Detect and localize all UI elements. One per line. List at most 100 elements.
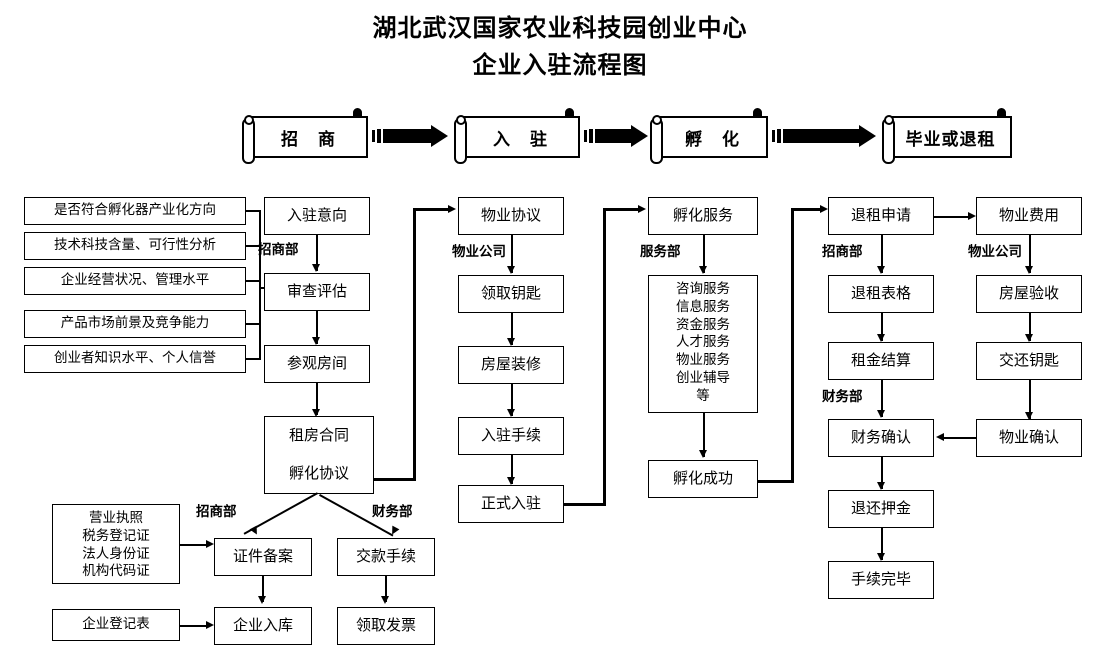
step-document-filing[interactable]: 证件备案: [214, 538, 312, 576]
conn-success-exit-arrowhead-icon: [820, 205, 828, 213]
step-get-key[interactable]: 领取钥匙: [458, 275, 564, 313]
conn-procedure-official-arrowhead-icon: [507, 477, 515, 485]
conn-rentsettle-financeconfirm-arrowhead-icon: [877, 410, 885, 418]
arrow-tick: [372, 130, 375, 142]
conn-movein-incubate-h2: [603, 208, 641, 211]
step-intent[interactable]: 入驻意向: [264, 197, 370, 235]
conn-filing-entry-arrowhead-icon: [258, 596, 266, 604]
dept-label-exit-recruit: 招商部: [822, 244, 863, 260]
step-visit-room[interactable]: 参观房间: [264, 345, 370, 383]
stage-banner-graduate[interactable]: 毕业或退租: [880, 108, 1012, 164]
conn-exitapp-propertyfee: [934, 216, 972, 218]
arrow-tick: [589, 129, 593, 143]
step-finance-confirm[interactable]: 财务确认: [828, 419, 934, 457]
stage-banner-body: 孵 化: [656, 116, 768, 158]
page-title-line2: 企业入驻流程图: [472, 50, 648, 79]
step-exit-form[interactable]: 退租表格: [828, 275, 934, 313]
conn-key-renovation: [511, 313, 513, 345]
arrow-shaft: [383, 129, 432, 143]
conn-visit-contract: [316, 383, 318, 415]
conn-incubate-services: [703, 235, 705, 273]
conn-exitapp-propertyfee-arrowhead-icon: [968, 212, 976, 220]
step-incubation-success[interactable]: 孵化成功: [648, 460, 758, 498]
dept-label-bottom-finance: 财务部: [372, 504, 413, 520]
step-procedure-complete[interactable]: 手续完毕: [828, 561, 934, 599]
stage-label: 入 驻: [493, 129, 554, 150]
conn-exitform-rentsettle-arrowhead-icon: [877, 334, 885, 342]
conn-propconfirm-financeconfirm-arrowhead-icon: [936, 433, 944, 441]
service-item: 资金服务: [676, 316, 730, 333]
step-rent-settlement[interactable]: 租金结算: [828, 342, 934, 380]
stage-banner-body: 毕业或退租: [888, 116, 1012, 158]
criteria-box-3[interactable]: 企业经营状况、管理水平: [24, 267, 246, 295]
conn-success-exit-v: [791, 208, 794, 483]
conn-refund-complete: [881, 528, 883, 560]
registration-form-box[interactable]: 企业登记表: [52, 609, 180, 641]
step-return-key[interactable]: 交还钥匙: [976, 342, 1082, 380]
criteria-stub: [246, 210, 260, 212]
step-incubation-service[interactable]: 孵化服务: [648, 197, 758, 235]
conn-returnkey-propconfirm: [1029, 380, 1031, 419]
scroll-knob-left: [652, 115, 662, 125]
criteria-box-4[interactable]: 产品市场前景及竞争能力: [24, 310, 246, 338]
criteria-stub: [246, 245, 260, 247]
service-item: 等: [696, 387, 710, 404]
service-item: 创业辅导: [676, 370, 730, 387]
step-property-fee[interactable]: 物业费用: [976, 197, 1082, 235]
stage-banner-movein[interactable]: 入 驻: [452, 108, 580, 164]
stage-banner-incubate[interactable]: 孵 化: [648, 108, 768, 164]
conn-payment-invoice: [385, 576, 387, 602]
conn-contract-property-h1: [374, 478, 416, 481]
conn-renovation-procedure-arrowhead-icon: [507, 409, 515, 417]
stage-arrow-1: [372, 125, 448, 147]
criteria-box-2[interactable]: 技术科技含量、可行性分析: [24, 232, 246, 260]
conn-returnkey-propconfirm-arrowhead-icon: [1025, 412, 1033, 420]
conn-services-success-arrowhead-icon: [699, 450, 707, 458]
step-property-confirm[interactable]: 物业确认: [976, 419, 1082, 457]
stage-arrow-2: [584, 125, 648, 147]
step-official-movein[interactable]: 正式入驻: [458, 485, 564, 523]
conn-inspection-returnkey: [1029, 313, 1031, 341]
step-enterprise-entry[interactable]: 企业入库: [214, 607, 312, 645]
conn-financeconfirm-refund: [881, 457, 883, 489]
conn-rentsettle-financeconfirm: [881, 380, 883, 417]
conn-intent-review-arrowhead-icon: [312, 264, 320, 272]
step-exit-application[interactable]: 退租申请: [828, 197, 934, 235]
step-movein-procedure[interactable]: 入驻手续: [458, 417, 564, 455]
scroll-knob-left: [244, 115, 254, 125]
service-item: 人才服务: [676, 334, 730, 351]
step-get-invoice[interactable]: 领取发票: [337, 607, 435, 645]
stage-banner-recruit[interactable]: 招 商: [240, 108, 368, 164]
step-review[interactable]: 审查评估: [264, 273, 370, 311]
conn-movein-incubate-h1: [564, 503, 606, 506]
arrow-tick: [584, 130, 587, 142]
scroll-knob-left: [884, 115, 894, 125]
arrow-tick: [777, 129, 781, 143]
arrow-tick: [377, 129, 381, 143]
incubation-services-list[interactable]: 咨询服务 信息服务 资金服务 人才服务 物业服务 创业辅导 等: [648, 275, 758, 413]
arrow-head-icon: [859, 125, 876, 147]
step-property-agreement[interactable]: 物业协议: [458, 197, 564, 235]
step-payment-procedure[interactable]: 交款手续: [337, 538, 435, 576]
documents-box[interactable]: 营业执照 税务登记证 法人身份证 机构代码证: [52, 504, 180, 584]
step-house-inspection[interactable]: 房屋验收: [976, 275, 1082, 313]
conn-agreement-key: [511, 235, 513, 273]
conn-procedure-official: [511, 455, 513, 484]
stage-label: 招 商: [281, 129, 342, 150]
criteria-box-5[interactable]: 创业者知识水平、个人信誉: [24, 345, 246, 373]
dept-label-finance: 财务部: [822, 389, 863, 405]
conn-fee-inspection: [1029, 235, 1031, 273]
step-refund-deposit[interactable]: 退还押金: [828, 490, 934, 528]
dept-label-service: 服务部: [640, 244, 681, 260]
conn-contract-property-h2: [413, 208, 451, 211]
step-renovation[interactable]: 房屋装修: [458, 346, 564, 384]
conn-propconfirm-financeconfirm: [944, 437, 976, 439]
document-item: 法人身份证: [82, 545, 150, 562]
conn-intent-review: [316, 235, 318, 271]
criteria-box-1[interactable]: 是否符合孵化器产业化方向: [24, 197, 246, 225]
conn-contract-property-v: [413, 208, 416, 481]
criteria-stub: [246, 323, 260, 325]
criteria-stub: [246, 280, 260, 282]
step-contract[interactable]: 租房合同 孵化协议: [264, 416, 374, 494]
stage-label: 毕业或退租: [905, 129, 996, 150]
